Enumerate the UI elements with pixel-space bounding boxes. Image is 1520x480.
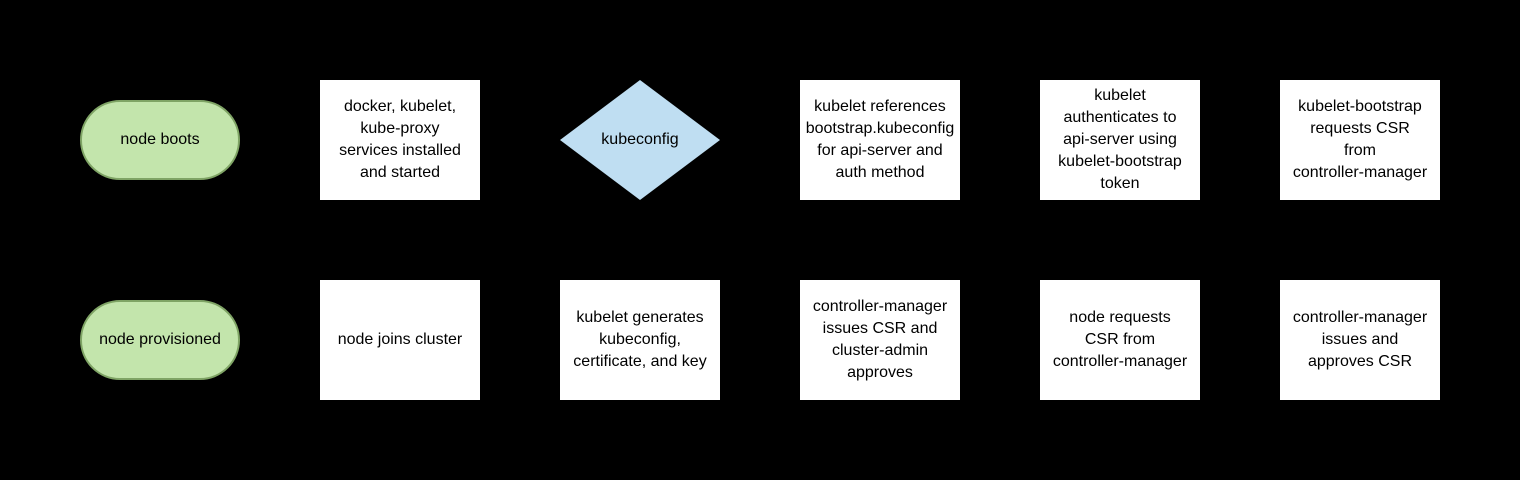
flowchart-process-kubelet-bootstrap-requests-csr: kubelet-bootstrap requests CSR from cont… bbox=[1280, 80, 1440, 200]
flowchart-process-controller-manager-issues-and-approves-csr: controller-manager issues and approves C… bbox=[1280, 280, 1440, 400]
flowchart-process-kubelet-generates-kubeconfig: kubelet generates kubeconfig, certificat… bbox=[560, 280, 720, 400]
flowchart-process-kubelet-authenticates: kubelet authenticates to api-server usin… bbox=[1040, 80, 1200, 200]
flowchart-process-node-joins-cluster: node joins cluster bbox=[320, 280, 480, 400]
flowchart-decision-kubeconfig: kubeconfig bbox=[560, 80, 720, 200]
flowchart-process-node-requests-csr: node requests CSR from controller-manage… bbox=[1040, 280, 1200, 400]
flowchart-terminal-node-boots: node boots bbox=[80, 100, 240, 180]
flowchart-process-services-installed: docker, kubelet, kube-proxy services ins… bbox=[320, 80, 480, 200]
flowchart-process-kubelet-references-bootstrap-kubeconfig: kubelet references bootstrap.kubeconfig … bbox=[800, 80, 960, 200]
flowchart-terminal-node-provisioned: node provisioned bbox=[80, 300, 240, 380]
flowchart-process-controller-manager-issues-csr-cluster-admin-approves: controller-manager issues CSR and cluste… bbox=[800, 280, 960, 400]
